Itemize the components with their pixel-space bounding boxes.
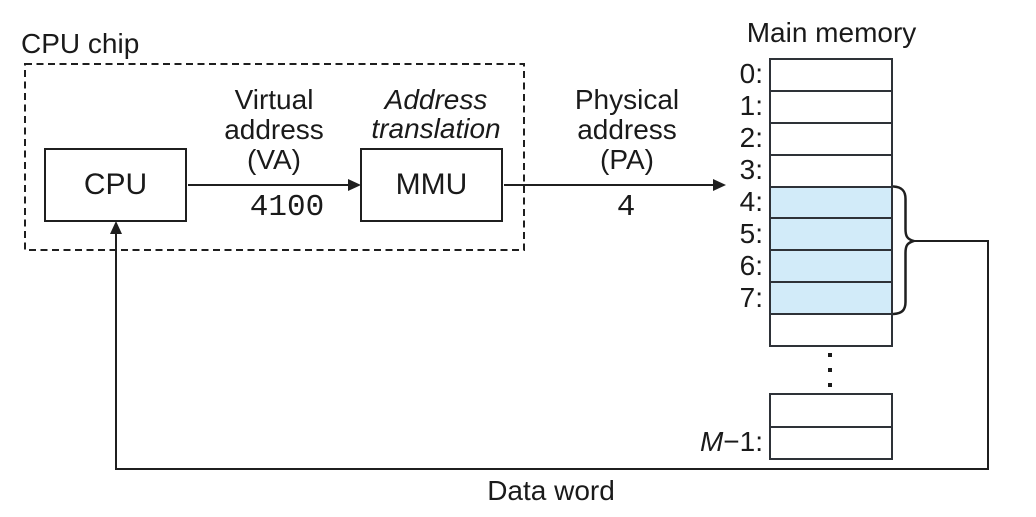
memory-row-label: 0: xyxy=(739,58,763,89)
virtual-address-arrow xyxy=(188,179,361,191)
memory-cell xyxy=(771,91,891,124)
memory-row-label: 7: xyxy=(739,282,763,313)
memory-word-brace xyxy=(892,185,918,316)
cpu-chip-dashed-border xyxy=(24,63,525,251)
ellipsis-dot-icon xyxy=(828,368,832,372)
memory-cell xyxy=(771,219,891,252)
memory-row-label: 3: xyxy=(739,154,763,185)
memory-cell xyxy=(771,155,891,188)
memory-row-label: 5: xyxy=(739,218,763,249)
memory-cell xyxy=(771,427,891,458)
physical-address-arrow xyxy=(504,179,726,191)
memory-cell xyxy=(771,283,891,316)
cpu-chip-label: CPU chip xyxy=(21,28,140,59)
ellipsis-dot-icon xyxy=(828,353,832,357)
ellipsis-dot-icon xyxy=(828,383,832,387)
physical-address-label: Physical address (PA) xyxy=(574,84,680,175)
memory-row-label: 6: xyxy=(739,250,763,281)
m-symbol: M xyxy=(699,426,724,457)
memory-row-label: 2: xyxy=(739,122,763,153)
address-translation-label: Address translation xyxy=(371,84,501,144)
main-memory-stack xyxy=(769,58,893,347)
memory-cell xyxy=(771,60,891,92)
memory-row-label: 1: xyxy=(739,90,763,121)
main-memory-bottom-stack xyxy=(769,393,893,460)
memory-cell xyxy=(771,395,891,428)
arrowhead-right-icon xyxy=(348,179,361,191)
main-memory-title: Main memory xyxy=(746,17,917,48)
virtual-address-value: 4100 xyxy=(249,190,325,225)
cpu-box-label: CPU xyxy=(83,168,148,201)
memory-cell xyxy=(771,251,891,284)
memory-cell xyxy=(771,123,891,156)
physical-address-value: 4 xyxy=(616,190,636,225)
mmu-box: MMU xyxy=(360,148,503,222)
cpu-box: CPU xyxy=(44,148,187,222)
memory-row-label: 4: xyxy=(739,186,763,217)
memory-cell xyxy=(771,187,891,220)
memory-cell xyxy=(771,315,891,346)
data-word-path xyxy=(110,221,989,470)
arrowhead-up-icon xyxy=(110,221,122,234)
memory-row-label-m1: M−1: xyxy=(699,426,763,457)
arrowhead-right-icon xyxy=(713,179,726,191)
data-word-label: Data word xyxy=(487,475,615,506)
virtual-address-label: Virtual address (VA) xyxy=(224,84,324,175)
mmu-box-label: MMU xyxy=(395,168,468,201)
